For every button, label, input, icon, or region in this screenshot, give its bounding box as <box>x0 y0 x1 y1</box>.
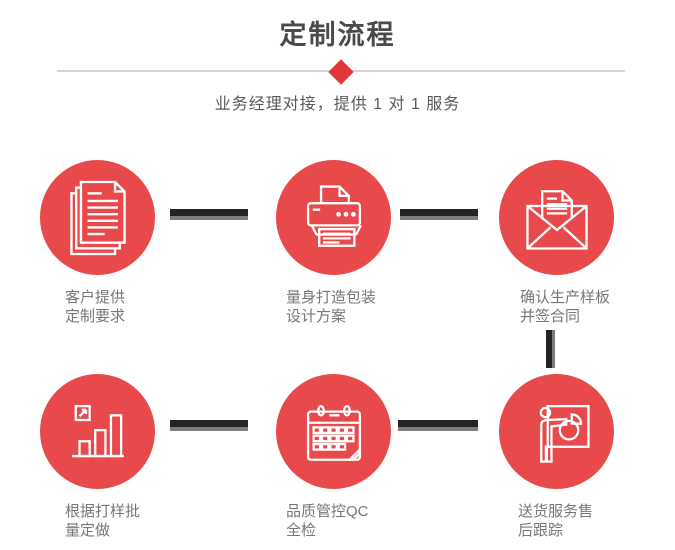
step-label-line: 并签合同 <box>520 308 581 325</box>
calendar-icon <box>306 404 361 461</box>
documents-icon <box>69 180 126 255</box>
step-label-line: 量身打造包装 <box>286 289 377 306</box>
step-label-line: 客户提供 <box>65 289 126 306</box>
step-label: 品质管控QC 全检 <box>286 502 369 540</box>
step-circle <box>499 374 614 489</box>
step-label-line: 全检 <box>286 522 317 539</box>
step-label: 送货服务售 后跟踪 <box>518 502 593 540</box>
step-circle <box>40 374 155 489</box>
diamond-accent <box>328 59 354 85</box>
page-subtitle: 业务经理对接，提供 1 对 1 服务 <box>214 96 461 113</box>
step-circle <box>499 160 614 275</box>
step-label-line: 确认生产样板 <box>520 289 611 306</box>
step-label-line: 量定做 <box>65 522 111 539</box>
connector-bar <box>170 209 248 220</box>
printer-icon <box>306 184 362 247</box>
bar-chart-icon <box>71 404 124 457</box>
step-label-line: 定制要求 <box>65 308 126 325</box>
connector-bar <box>398 420 478 431</box>
page-title: 定制流程 <box>279 20 396 50</box>
step-label: 确认生产样板 并签合同 <box>520 288 610 326</box>
step-circle <box>40 160 155 275</box>
connector-bar-vertical <box>546 330 555 368</box>
step-circle <box>276 160 391 275</box>
step-label-line: 设计方案 <box>286 308 347 325</box>
connector-bar <box>400 209 478 220</box>
step-label-line: 品质管控QC <box>286 503 369 520</box>
step-label-line: 根据打样批 <box>65 503 141 520</box>
step-label: 量身打造包装 设计方案 <box>286 288 376 326</box>
connector-bar <box>170 420 248 431</box>
presentation-icon <box>539 404 590 463</box>
envelope-icon <box>525 189 588 250</box>
step-label: 客户提供 定制要求 <box>65 288 125 326</box>
step-circle <box>276 374 391 489</box>
step-label-line: 送货服务售 <box>518 503 594 520</box>
step-label-line: 后跟踪 <box>518 522 564 539</box>
step-label: 根据打样批 量定做 <box>65 502 140 540</box>
